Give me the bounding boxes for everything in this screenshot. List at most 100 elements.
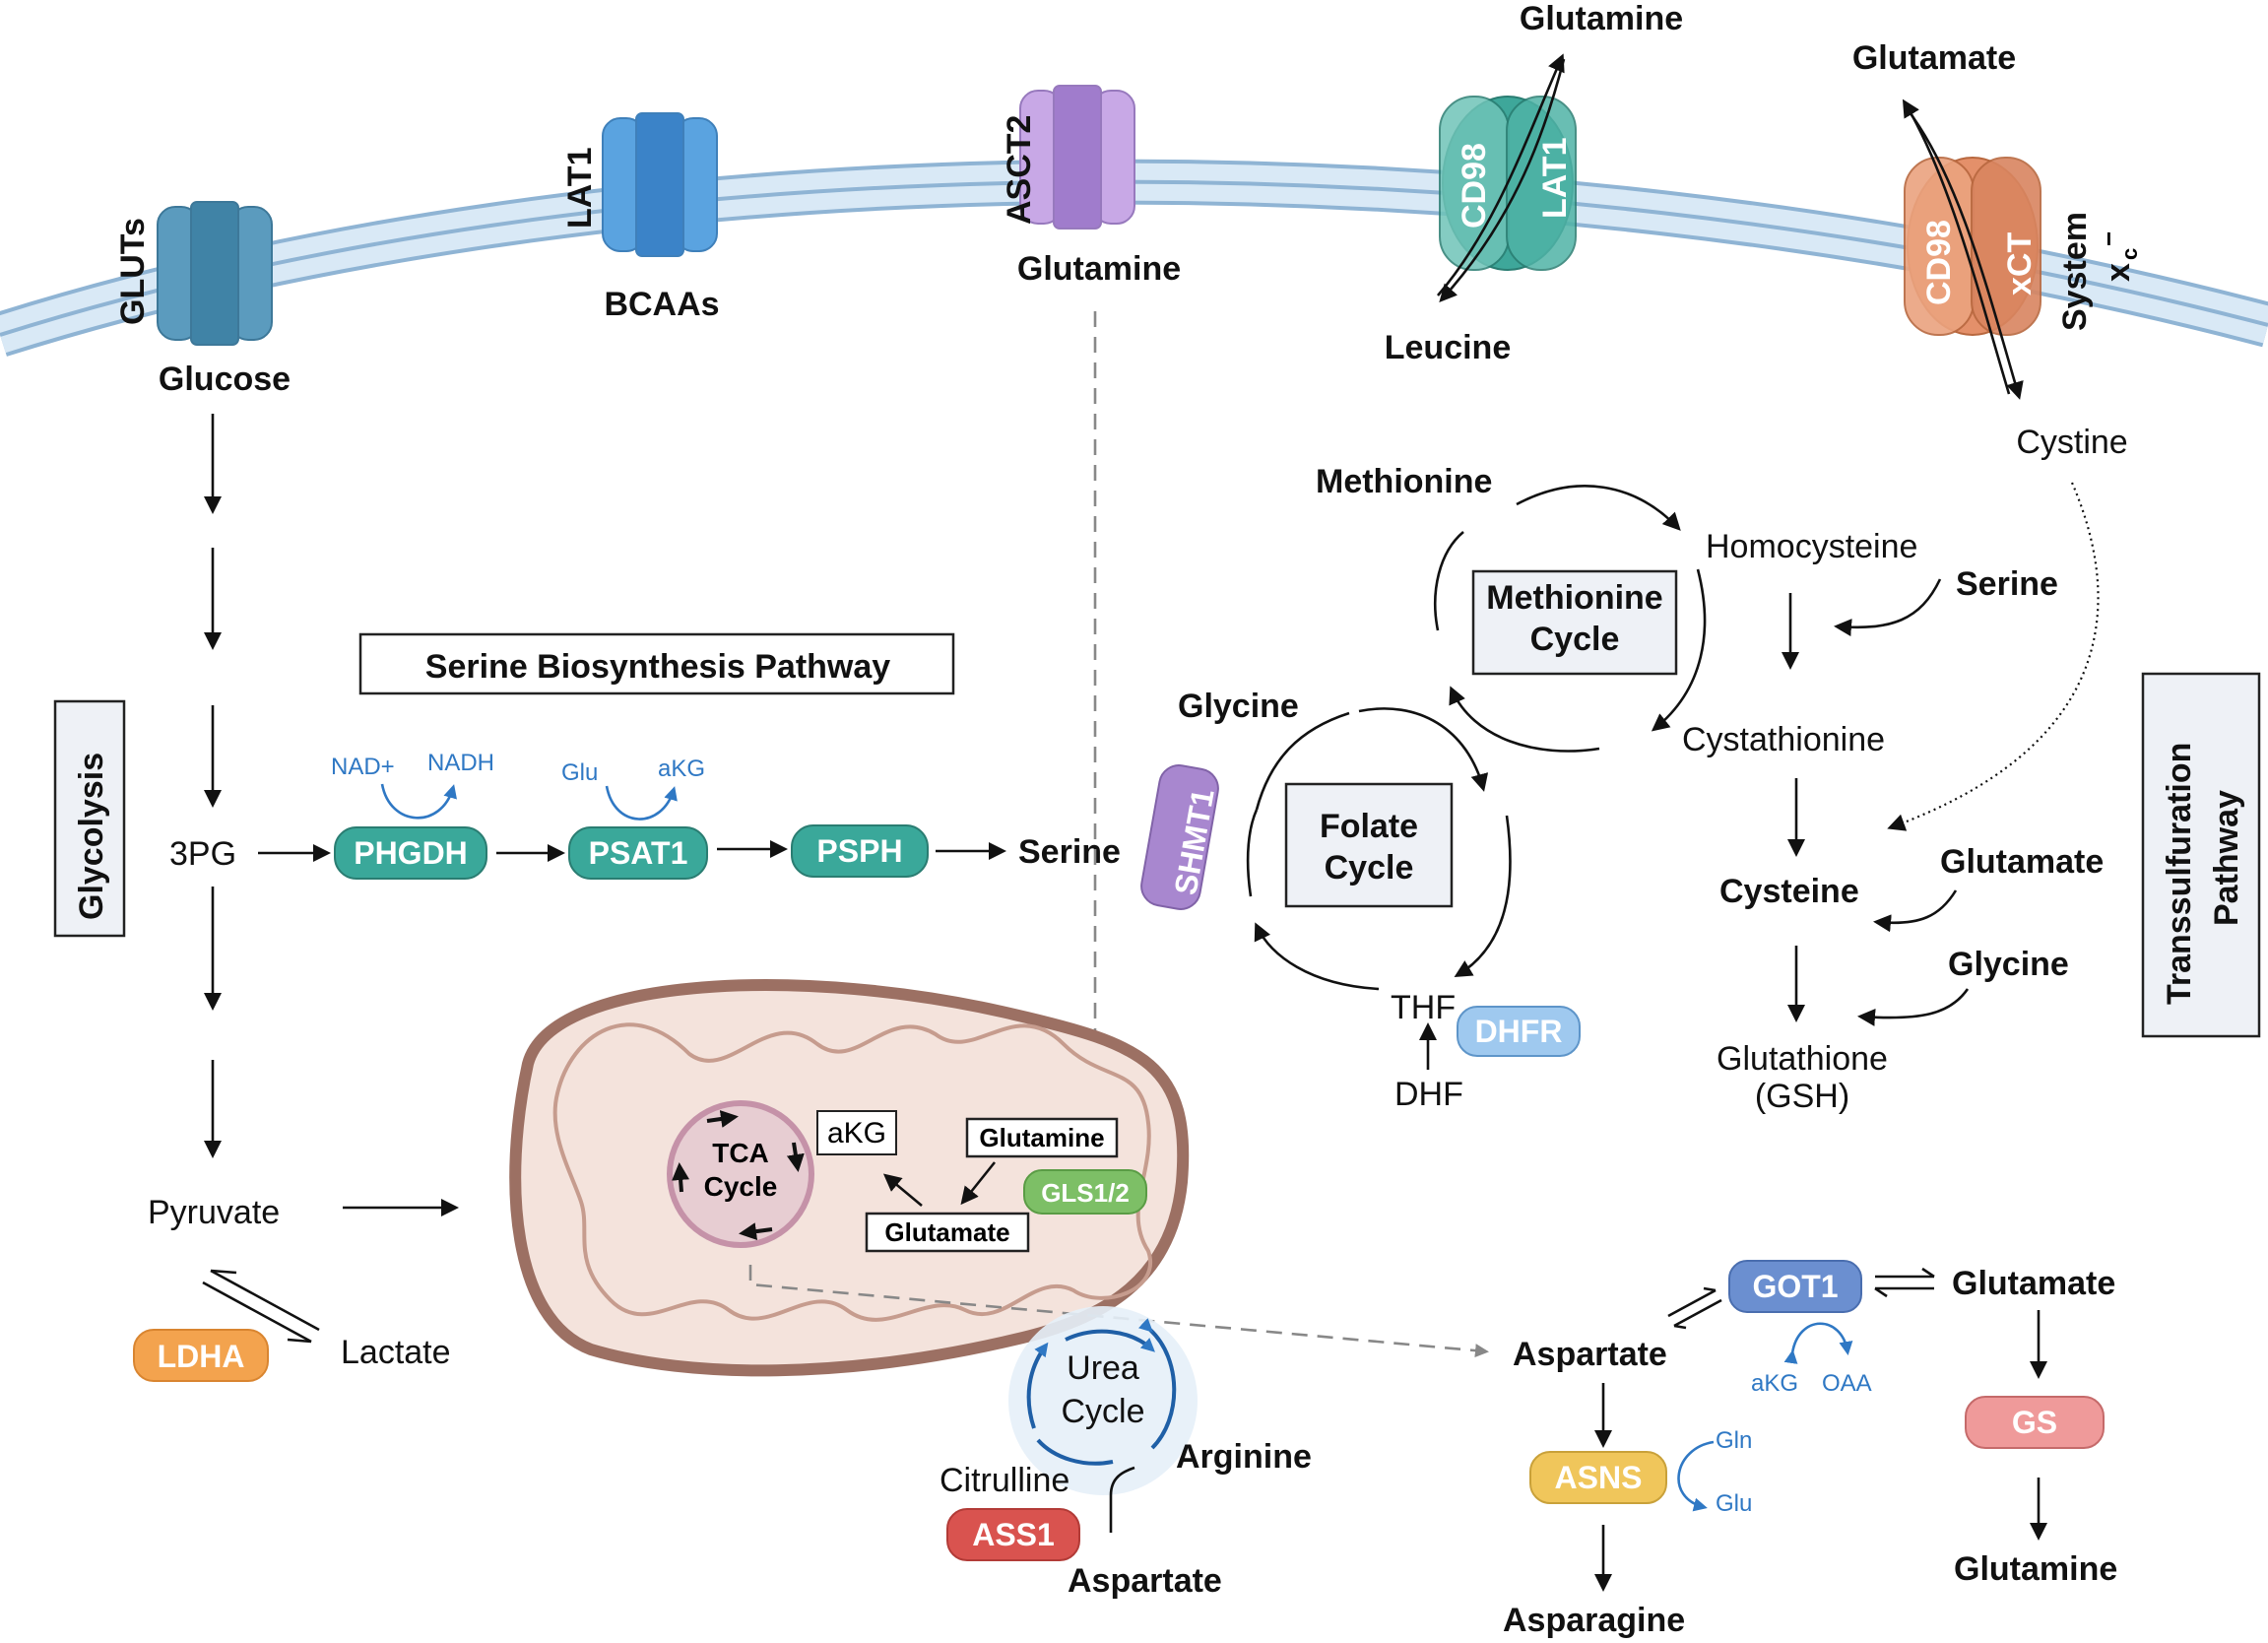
asns-enzyme [1529, 1451, 1667, 1504]
arginine-label: Arginine [1176, 1438, 1312, 1476]
glu-asns-label: Glu [1716, 1490, 1752, 1517]
gs-glutamine-label: Glutamine [1954, 1550, 2117, 1588]
glutathione-label-2: (GSH) [1755, 1078, 1849, 1115]
3pg-label: 3PG [169, 835, 236, 873]
akg-cofactor-label: aKG [658, 756, 705, 782]
nad-label: NAD+ [331, 754, 395, 780]
tca-label-2: Cycle [704, 1171, 778, 1202]
akg-mito-label: aKG [827, 1117, 886, 1150]
akg-got1-label: aKG [1751, 1370, 1798, 1397]
tca-to-aspartate-dashed-arrow [748, 1265, 1489, 1358]
system-subscript-x: x [2100, 263, 2137, 282]
asparagine-label: Asparagine [1503, 1602, 1685, 1639]
serine-product-label: Serine [1018, 833, 1121, 871]
serine-transsulfuration-label: Serine [1956, 565, 2058, 603]
glycine-transsulfuration-label: Glycine [1948, 946, 2069, 983]
glutamine-mito-label: Glutamine [979, 1123, 1104, 1152]
lat1-transporter [602, 112, 718, 257]
folate-cycle-arrows [1246, 707, 1512, 991]
phgdh-enzyme [334, 826, 487, 880]
citrulline-label: Citrulline [940, 1462, 1069, 1499]
glu-cofactor-label: Glu [561, 759, 598, 786]
cystine-import-arrow [1905, 107, 2024, 400]
methionine-cycle-box [1471, 569, 1678, 676]
transsulfuration-box [2141, 672, 2261, 1038]
folate-cycle-label-1: Folate [1320, 808, 1418, 845]
cystathionine-label: Cystathionine [1682, 721, 1885, 758]
lat1-label: LAT1 [561, 148, 599, 229]
gluts-transporter [157, 201, 273, 346]
gluts-label: GLUTs [114, 218, 152, 325]
cd98-label-b: CD98 [1920, 220, 1958, 305]
glutamate-out-label: Glutamate [1852, 39, 2016, 77]
glutamate-export-arrow [1902, 99, 2011, 395]
transsulfuration-label-1: Transsulfuration [2161, 743, 2198, 1005]
urea-cycle [1008, 1306, 1198, 1495]
glutamate-to-akg-arrow [882, 1173, 923, 1207]
psph-enzyme [791, 824, 929, 878]
glycine-folate-label: Glycine [1178, 688, 1299, 725]
lactate-label: Lactate [341, 1334, 451, 1371]
ass1-label: ASS1 [972, 1517, 1055, 1552]
methionine-cycle-label-2: Cycle [1530, 621, 1620, 658]
glucose-label: Glucose [159, 361, 291, 398]
glutathione-label-1: Glutathione [1717, 1040, 1888, 1078]
mitochondrion [509, 979, 1190, 1377]
glycolysis-box [53, 699, 126, 938]
glutamate-transsulfuration-label: Glutamate [1940, 843, 2104, 881]
tca-cycle [667, 1100, 814, 1248]
urea-label-2: Cycle [1061, 1393, 1144, 1430]
lat1-label-b: LAT1 [1536, 138, 1574, 219]
gln-label: Gln [1716, 1427, 1752, 1454]
ldha-label: LDHA [158, 1339, 245, 1374]
glu-akg-arrow [605, 785, 678, 821]
aspartate-label: Aspartate [1513, 1336, 1667, 1373]
ldha-enzyme [133, 1329, 269, 1382]
glutamine-export-arrow [1437, 53, 1565, 296]
glutamine-to-glutamate-arrow [960, 1161, 997, 1206]
nadh-label: NADH [427, 750, 494, 776]
glycine-into-gsh-arrow [1857, 988, 1970, 1026]
serine-pathway-title: Serine Biosynthesis Pathway [425, 648, 890, 686]
ass1-enzyme [946, 1508, 1080, 1561]
gln-glu-arrow [1677, 1440, 1715, 1512]
shmt1-enzyme [1140, 764, 1219, 910]
aspartate-into-urea-arrow [1109, 1466, 1135, 1533]
transsulfuration-label-2: Pathway [2208, 790, 2245, 926]
system-superscript: − [2094, 231, 2123, 246]
system-label: System [2056, 212, 2094, 331]
tca-label-1: TCA [712, 1138, 769, 1168]
gls-label: GLS1/2 [1041, 1178, 1130, 1208]
got1-glutamate-equilibrium [1874, 1267, 1935, 1298]
bcaas-label: BCAAs [604, 286, 719, 323]
glutamate-mito-box [865, 1212, 1030, 1253]
aspartate-got1-equilibrium [1667, 1286, 1722, 1330]
gs-enzyme [1965, 1396, 2105, 1449]
serine-into-cystathionine-arrow [1834, 578, 1942, 637]
glutamate-mito-label: Glutamate [884, 1217, 1009, 1247]
urea-label-1: Urea [1067, 1349, 1139, 1387]
pyruvate-lactate-equilibrium [202, 1269, 320, 1344]
system-subscript-c: c [2117, 248, 2142, 260]
asns-label: ASNS [1555, 1460, 1643, 1495]
leucine-import-arrow [1439, 58, 1566, 302]
glutamine-in-label: Glutamine [1017, 250, 1181, 288]
dhf-label: DHF [1394, 1076, 1463, 1113]
glutamine-out-label: Glutamine [1520, 0, 1683, 37]
asct2-label: ASCT2 [1001, 115, 1038, 225]
cystine-to-cysteine-dotted [1887, 482, 2100, 831]
methionine-label: Methionine [1316, 463, 1492, 500]
serine-pathway-title-box [358, 632, 955, 695]
phgdh-label: PHGDH [354, 835, 468, 871]
pyruvate-label: Pyruvate [148, 1194, 280, 1231]
dhfr-label: DHFR [1475, 1014, 1563, 1049]
gs-label: GS [2012, 1405, 2057, 1440]
cysteine-label: Cysteine [1719, 873, 1859, 910]
dhfr-enzyme [1457, 1006, 1581, 1057]
gls-enzyme [1023, 1169, 1147, 1215]
xct-label: xCT [2001, 232, 2039, 296]
psat1-label: PSAT1 [589, 835, 688, 871]
asct2-transporter [1019, 85, 1135, 230]
psat1-enzyme [568, 826, 708, 880]
folate-cycle-label-2: Cycle [1325, 849, 1414, 887]
